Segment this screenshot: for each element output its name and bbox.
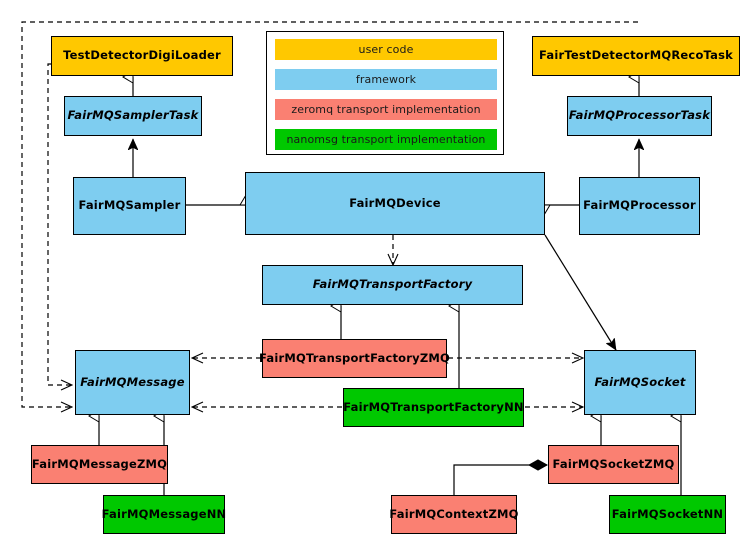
class-label: FairMQSamplerTask [67, 108, 199, 123]
class-label: FairMQMessage [80, 374, 185, 389]
legend: user code framework zeromq transport imp… [266, 31, 504, 155]
edge-device-socket [544, 234, 617, 350]
class-box-fairmqmessagezmq[interactable]: FairMQMessageZMQ [31, 445, 168, 484]
legend-label-zeromq: zeromq transport implementation [291, 103, 481, 116]
legend-label-nanomsg: nanomsg transport implementation [286, 133, 486, 146]
class-label: FairMQTransportFactoryZMQ [259, 350, 451, 365]
class-box-fairmqtransportfactoryzmq[interactable]: FairMQTransportFactoryZMQ [259, 339, 451, 378]
class-label: FairMQContextZMQ [389, 506, 519, 521]
class-box-fairmqprocessor[interactable]: FairMQProcessor [579, 177, 700, 235]
legend-item-nanomsg: nanomsg transport implementation [275, 129, 497, 150]
class-box-fairmqmessage[interactable]: FairMQMessage [75, 350, 190, 415]
class-label: FairMQDevice [349, 195, 441, 210]
class-box-fairmqsocketnn[interactable]: FairMQSocketNN [609, 495, 726, 534]
class-box-fairmqsampler[interactable]: FairMQSampler [73, 177, 186, 235]
legend-item-framework: framework [275, 69, 497, 90]
class-label: FairMQSocketZMQ [552, 456, 675, 471]
edge-socketzmq-contextzmq [453, 465, 547, 495]
class-label: FairMQSampler [78, 198, 181, 213]
class-box-fairmqcontextzmq[interactable]: FairMQContextZMQ [389, 495, 519, 534]
class-box-fairmqsocket[interactable]: FairMQSocket [584, 350, 696, 415]
class-box-fairmqtransportfactorynn[interactable]: FairMQTransportFactoryNN [343, 388, 524, 427]
class-label: TestDetectorDigiLoader [63, 48, 221, 63]
class-box-fairtestdetectormqrecotask[interactable]: FairTestDetectorMQRecoTask [532, 36, 740, 76]
legend-label-user-code: user code [358, 43, 414, 56]
legend-label-framework: framework [355, 73, 417, 86]
class-label: FairMQProcessor [583, 198, 696, 213]
class-label: FairMQMessageNN [101, 506, 227, 521]
legend-item-user-code: user code [275, 39, 497, 60]
class-label: FairMQSocket [594, 374, 686, 389]
class-box-testdetectordigiloader[interactable]: TestDetectorDigiLoader [51, 36, 233, 76]
class-label: FairMQTransportFactoryNN [343, 399, 524, 414]
class-box-fairmqmessagenn[interactable]: FairMQMessageNN [101, 495, 227, 534]
class-label: FairMQProcessorTask [568, 108, 711, 123]
class-label: FairTestDetectorMQRecoTask [539, 48, 733, 63]
class-box-fairmqsocketzmq[interactable]: FairMQSocketZMQ [548, 445, 679, 484]
legend-item-zeromq: zeromq transport implementation [275, 99, 497, 120]
class-box-fairmqdevice[interactable]: FairMQDevice [245, 172, 545, 235]
class-box-fairmqsamplertask[interactable]: FairMQSamplerTask [64, 96, 202, 136]
class-label: FairMQMessageZMQ [31, 456, 168, 471]
class-label: FairMQSocketNN [611, 506, 724, 521]
class-label: FairMQTransportFactory [312, 277, 473, 292]
class-box-fairmqtransportfactory[interactable]: FairMQTransportFactory [262, 265, 523, 305]
class-box-fairmqprocessortask[interactable]: FairMQProcessorTask [567, 96, 712, 136]
